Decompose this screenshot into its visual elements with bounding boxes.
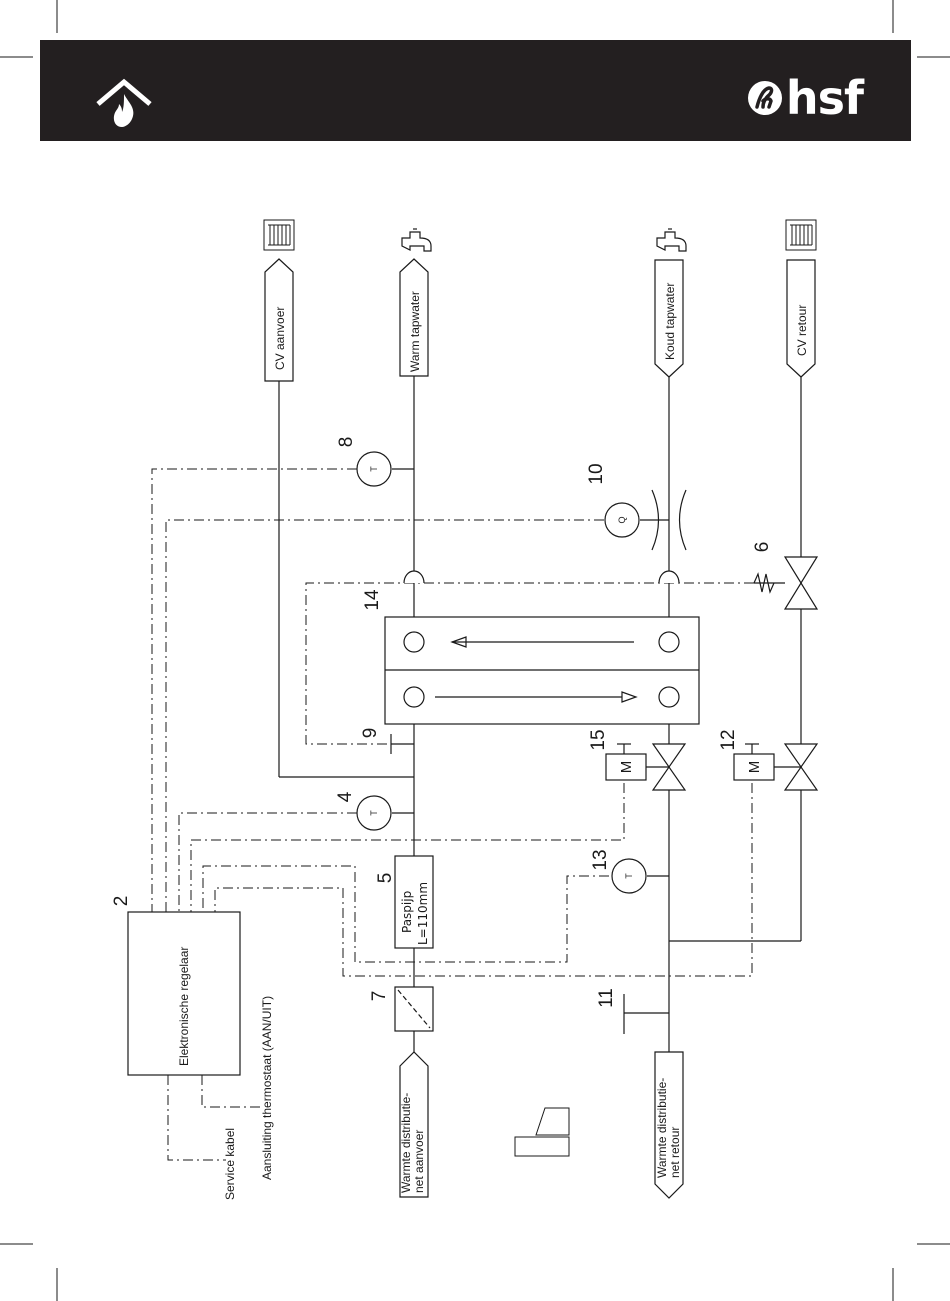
- label-net-retour-1: Warmte distributie-: [655, 1078, 669, 1178]
- signal-line-12: [215, 783, 752, 976]
- number-7: 7: [369, 991, 390, 1002]
- number-5: 5: [375, 873, 396, 884]
- number-13: 13: [590, 849, 611, 870]
- label-paspijp-1: Paspijp: [400, 891, 414, 933]
- service-cable-line: [168, 1075, 226, 1160]
- label-net-aanvoer-2: net aanvoer: [412, 1130, 426, 1193]
- label-thermostat: Aansluiting thermostaat (AAN/UIT): [260, 996, 274, 1180]
- label-net-retour-2: net retour: [668, 1127, 682, 1178]
- signal-line-4: [179, 813, 357, 912]
- motor-symbol: M: [618, 761, 635, 774]
- tap-icon: [657, 229, 686, 251]
- number-9: 9: [360, 728, 381, 739]
- label-service-cable: Service kabel: [223, 1128, 237, 1200]
- number-15: 15: [588, 729, 609, 750]
- temp-symbol: T: [624, 873, 634, 879]
- label-paspijp-2: L=110mm: [416, 882, 430, 945]
- radiator-icon: [264, 220, 294, 250]
- number-8: 8: [336, 437, 357, 448]
- number-10: 10: [586, 463, 607, 484]
- number-6: 6: [752, 542, 773, 553]
- number-14: 14: [362, 589, 383, 611]
- label-koud-tapwater: Koud tapwater: [663, 283, 677, 360]
- number-12: 12: [718, 729, 739, 750]
- number-2: 2: [111, 896, 132, 907]
- thermostatic-valve-6: [754, 557, 817, 609]
- strainer: [395, 987, 433, 1031]
- label-cv-retour: CV retour: [795, 305, 809, 356]
- tap-icon: [402, 229, 431, 251]
- label-net-aanvoer-1: Warmte distributie-: [399, 1093, 413, 1193]
- device-sketch: [515, 1108, 569, 1156]
- motor-symbol: M: [746, 761, 763, 774]
- label-warm-tapwater: Warm tapwater: [408, 291, 422, 372]
- thermostat-line: [202, 1075, 262, 1107]
- temp-symbol: T: [369, 810, 379, 816]
- number-4: 4: [335, 791, 356, 802]
- radiator-icon: [786, 220, 816, 250]
- temp-symbol: T: [369, 466, 379, 472]
- flow-symbol: Q: [617, 516, 627, 523]
- number-11: 11: [596, 988, 617, 1008]
- heat-exchanger: [385, 617, 699, 724]
- signal-line-8: [152, 469, 357, 912]
- label-cv-aanvoer: CV aanvoer: [273, 307, 287, 370]
- label-controller: Elektronische regelaar: [177, 947, 191, 1066]
